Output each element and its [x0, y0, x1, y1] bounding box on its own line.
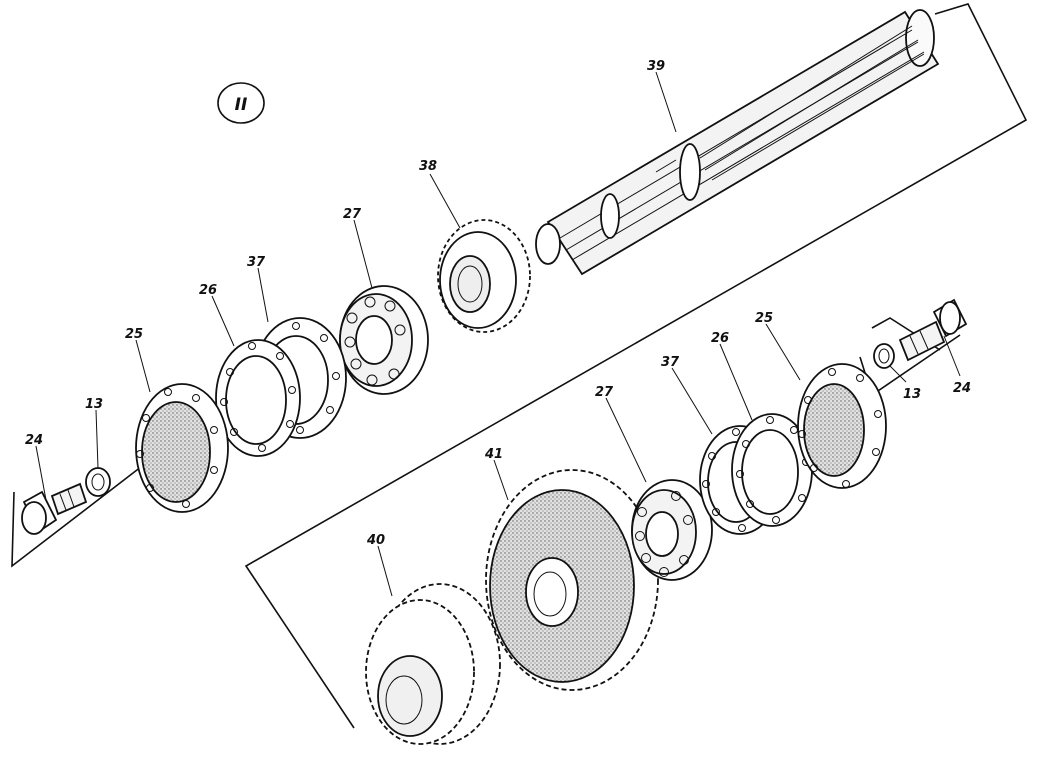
label-41: 41 [484, 447, 503, 462]
label-24-right: 24 [953, 381, 971, 396]
label-13-right: 13 [903, 387, 921, 402]
label-25-right: 25 [755, 311, 773, 326]
gear-38 [437, 219, 531, 333]
gear-40 [365, 583, 501, 745]
view-marker-text: II [235, 95, 248, 115]
label-13-left: 13 [85, 397, 103, 412]
view-marker: II [217, 82, 265, 124]
label-27-bottom: 27 [595, 385, 614, 400]
label-40: 40 [366, 533, 385, 548]
bearing-27-bottom [631, 479, 713, 581]
label-37-bottom: 37 [661, 355, 680, 370]
part-labels: 39 38 27 37 26 25 13 24 41 40 27 37 26 2… [25, 59, 971, 548]
bolt-24-left [21, 482, 88, 535]
shaft-39 [535, 9, 940, 276]
label-25-left: 25 [125, 327, 143, 342]
label-39: 39 [647, 59, 665, 74]
bearing-27-top [339, 285, 429, 395]
cover-25-left [135, 383, 229, 513]
label-26-top: 26 [199, 283, 217, 298]
washer-13-right [873, 343, 895, 369]
label-26-bottom: 26 [711, 331, 729, 346]
gear-41 [485, 469, 659, 691]
label-38: 38 [419, 159, 437, 174]
label-27-top: 27 [343, 207, 362, 222]
label-37-top: 37 [247, 255, 266, 270]
cover-25-right [797, 363, 887, 489]
leader-lines [35, 71, 961, 597]
washer-13-left [85, 467, 111, 497]
gasket-26-top [215, 339, 301, 457]
label-24-left: 24 [25, 433, 43, 448]
bolt-24-right [898, 298, 968, 362]
